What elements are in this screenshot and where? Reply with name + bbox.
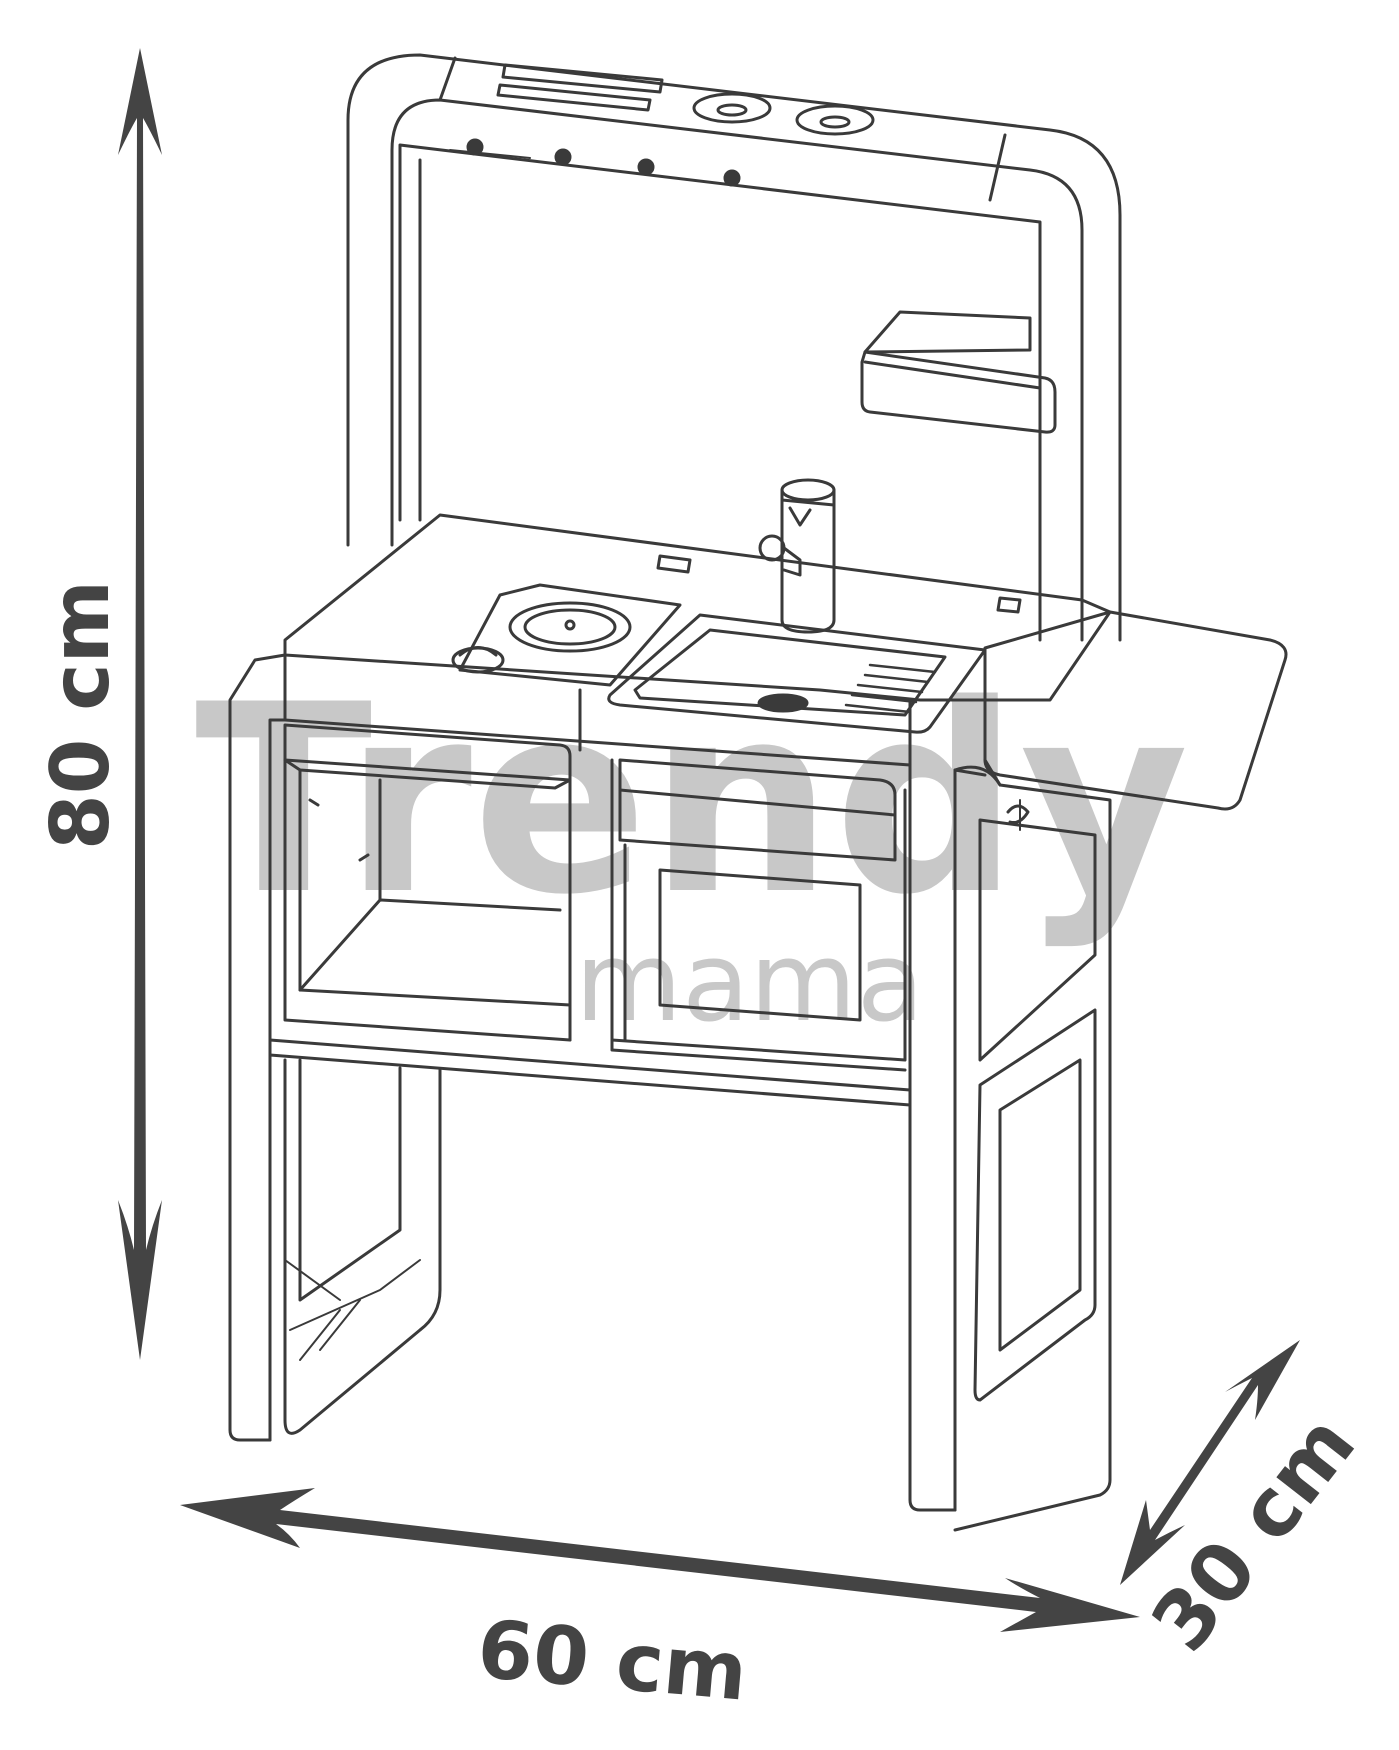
- left-cupboard: [283, 723, 572, 1042]
- watermark: Trendy mama: [195, 650, 1189, 1046]
- top-accessories: [496, 63, 875, 136]
- oven-window: [658, 868, 862, 1022]
- height-arrow: [118, 48, 162, 1360]
- depth-arrow: [1120, 1340, 1300, 1585]
- back-frame: [346, 53, 1122, 642]
- watermark-sub: mama: [575, 918, 924, 1046]
- hob: [451, 583, 682, 687]
- width-arrow: [180, 1488, 1140, 1632]
- sink: [607, 613, 987, 734]
- width-label: 60 cm: [474, 1603, 751, 1719]
- top-hole-left: [692, 92, 772, 124]
- height-label: 80 cm: [34, 580, 127, 850]
- dimension-arrows: [118, 48, 1300, 1632]
- utensil-hooks: [449, 138, 741, 187]
- faucet: [758, 478, 836, 634]
- wall-shelf: [860, 310, 1057, 434]
- oven: [610, 758, 907, 1072]
- top-hole-right: [795, 104, 875, 136]
- watermark-brand: Trendy: [195, 650, 1189, 952]
- toy-kitchen-outline: [228, 53, 1288, 1532]
- cabinet-body: [228, 653, 1112, 1532]
